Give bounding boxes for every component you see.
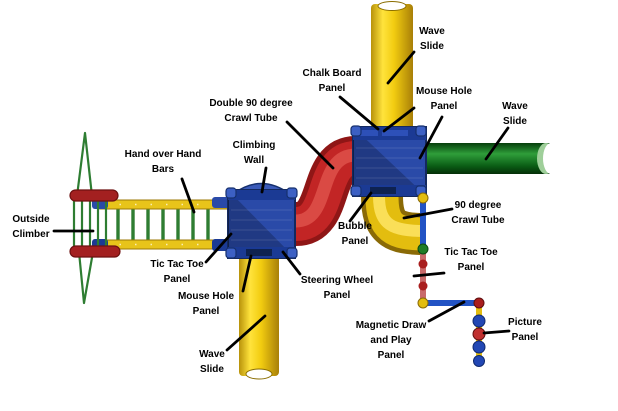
- hand-over-hand-bars: [92, 197, 234, 251]
- label-bubble-panel: Bubble Panel: [338, 221, 372, 247]
- label-tic-tac-toe-panel-right: Tic Tac Toe Panel: [444, 247, 498, 273]
- pointer-magnetic-draw-panel: [427, 300, 466, 323]
- pointer-climbing-wall: [260, 166, 268, 194]
- label-mouse-hole-panel-left: Mouse Hole Panel: [177, 291, 235, 317]
- pointer-lines: [52, 50, 511, 352]
- outside-climber: [72, 131, 108, 305]
- label-picture-panel: Picture Panel: [508, 317, 542, 343]
- left-deck: [225, 182, 298, 259]
- magnetic-draw-panel-rail: [425, 300, 477, 306]
- ninety-degree-crawl-tube: [361, 195, 426, 255]
- label-mouse-hole-panel-top: Mouse Hole Panel: [415, 86, 473, 112]
- label-outside-climber: Outside Climber: [12, 214, 50, 240]
- rail-post-blue: [420, 197, 426, 249]
- label-wave-slide-bottom: Wave Slide: [199, 349, 225, 375]
- label-wave-slide-top: Wave Slide: [419, 26, 445, 52]
- pointer-wave-slide-bottom: [225, 314, 267, 352]
- pointer-tic-tac-toe-right: [412, 271, 446, 278]
- pointer-wave-slide-right: [484, 126, 510, 161]
- climber-end-bars: [69, 189, 121, 258]
- pointer-hand-over-hand-bars: [180, 177, 196, 214]
- pointer-mouse-hole-left: [241, 254, 253, 293]
- wave-slide-right-green: [424, 143, 559, 174]
- right-deck: [350, 125, 427, 197]
- label-hand-over-hand-bars: Hand over Hand Bars: [124, 149, 202, 175]
- double-90-crawl-tube: [292, 136, 360, 246]
- label-wave-slide-right: Wave Slide: [502, 101, 528, 127]
- pointer-bubble-panel: [348, 191, 373, 223]
- label-90-degree-crawl-tube: 90 degree Crawl Tube: [451, 200, 505, 226]
- wave-slide-bottom: [239, 254, 279, 380]
- label-double-90-crawl-tube: Double 90 degree Crawl Tube: [209, 98, 293, 124]
- label-steering-wheel-panel: Steering Wheel Panel: [300, 275, 374, 301]
- pointer-steering-wheel-panel: [281, 250, 302, 276]
- label-magnetic-draw-panel: Magnetic Draw and Play Panel: [355, 320, 427, 361]
- label-climbing-wall: Climbing Wall: [232, 140, 276, 166]
- pointer-90-degree-crawl-tube: [402, 207, 454, 220]
- pointer-wave-slide-top: [386, 50, 416, 85]
- pointer-mouse-hole-top-b: [418, 115, 444, 160]
- pointer-tic-tac-toe-left: [204, 232, 233, 264]
- pointer-picture-panel: [482, 329, 511, 335]
- label-chalk-board-panel: Chalk Board Panel: [302, 68, 362, 94]
- pointer-mouse-hole-top-a: [382, 106, 416, 133]
- label-tic-tac-toe-panel-left: Tic Tac Toe Panel: [150, 259, 204, 285]
- pointer-double-90-crawl-tube: [285, 120, 335, 170]
- wave-slide-top: [371, 1, 413, 130]
- pointer-chalk-board-panel: [338, 95, 380, 131]
